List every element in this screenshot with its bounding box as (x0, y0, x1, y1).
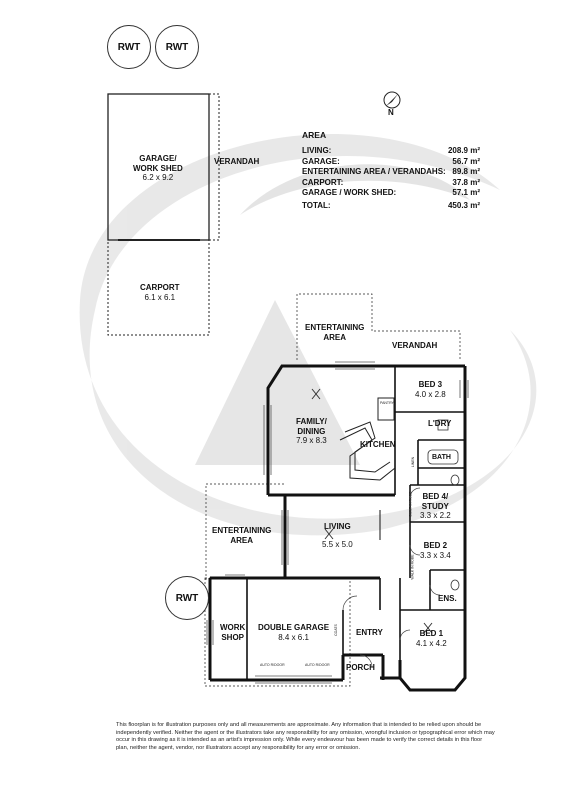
linen-label: LINEN (411, 456, 416, 468)
room-bath: BATH (432, 454, 451, 461)
rwt-tank-tag-2: RWT (155, 25, 199, 69)
area-total-row: TOTAL:450.3 m² (302, 200, 480, 210)
house-walls (208, 364, 467, 692)
built-in-robe-label: BUILT-IN ROBE (408, 491, 413, 517)
doors (342, 487, 441, 668)
room-laundry: L'DRY (428, 419, 452, 428)
room-garage-work-shed: GARAGE/WORK SHED 6.2 x 9.2 (133, 154, 183, 182)
bathroom-fixtures (427, 419, 460, 591)
room-verandah-top: VERANDAH (392, 341, 438, 350)
disclaimer-text: This floorplan is for illustration purpo… (116, 722, 495, 751)
room-verandah-shed: VERANDAH (214, 157, 260, 166)
walk-in-robe-label: WALK IN ROBE (410, 554, 415, 580)
room-ensuite: ENS. (438, 594, 457, 603)
room-entry: ENTRY (356, 628, 383, 637)
area-summary-table: AREA LIVING:208.9 m² GARAGE:56.7 m² ENTE… (302, 130, 480, 211)
room-bed-4-study: BED 4/STUDY 3.3 x 2.2 (420, 492, 451, 520)
area-row: GARAGE:56.7 m² (302, 156, 480, 166)
area-title: AREA (302, 130, 327, 140)
watermark-logo (79, 133, 537, 536)
area-row: ENTERTAINING AREA / VERANDAHS:89.8 m² (302, 167, 480, 176)
area-row: LIVING:208.9 m² (302, 146, 480, 155)
rwt-tank-tag-1: RWT (107, 25, 151, 69)
shed-walls (107, 93, 220, 336)
room-kitchen: KITCHEN (360, 440, 396, 449)
rwt-tank-tag-3: RWT (165, 576, 209, 620)
ceiling-fan-icons (311, 388, 433, 634)
north-label: N (388, 108, 394, 117)
room-pantry: PANTRY (380, 401, 394, 405)
coats-label: COATS (333, 624, 338, 636)
auto-roller-door-label-2: AUTO R/DOOR (305, 663, 330, 667)
auto-roller-door-label-1: AUTO R/DOOR (260, 663, 285, 667)
area-row: CARPORT:37.8 m² (302, 177, 480, 187)
room-porch: PORCH (346, 663, 375, 672)
windows (206, 361, 469, 684)
area-row: GARAGE / WORK SHED:57.1 m² (302, 188, 480, 197)
north-compass-icon: N (380, 90, 404, 120)
room-family-dining: FAMILY/DINING 7.9 x 8.3 (296, 417, 327, 445)
kitchen-bench (339, 397, 396, 481)
